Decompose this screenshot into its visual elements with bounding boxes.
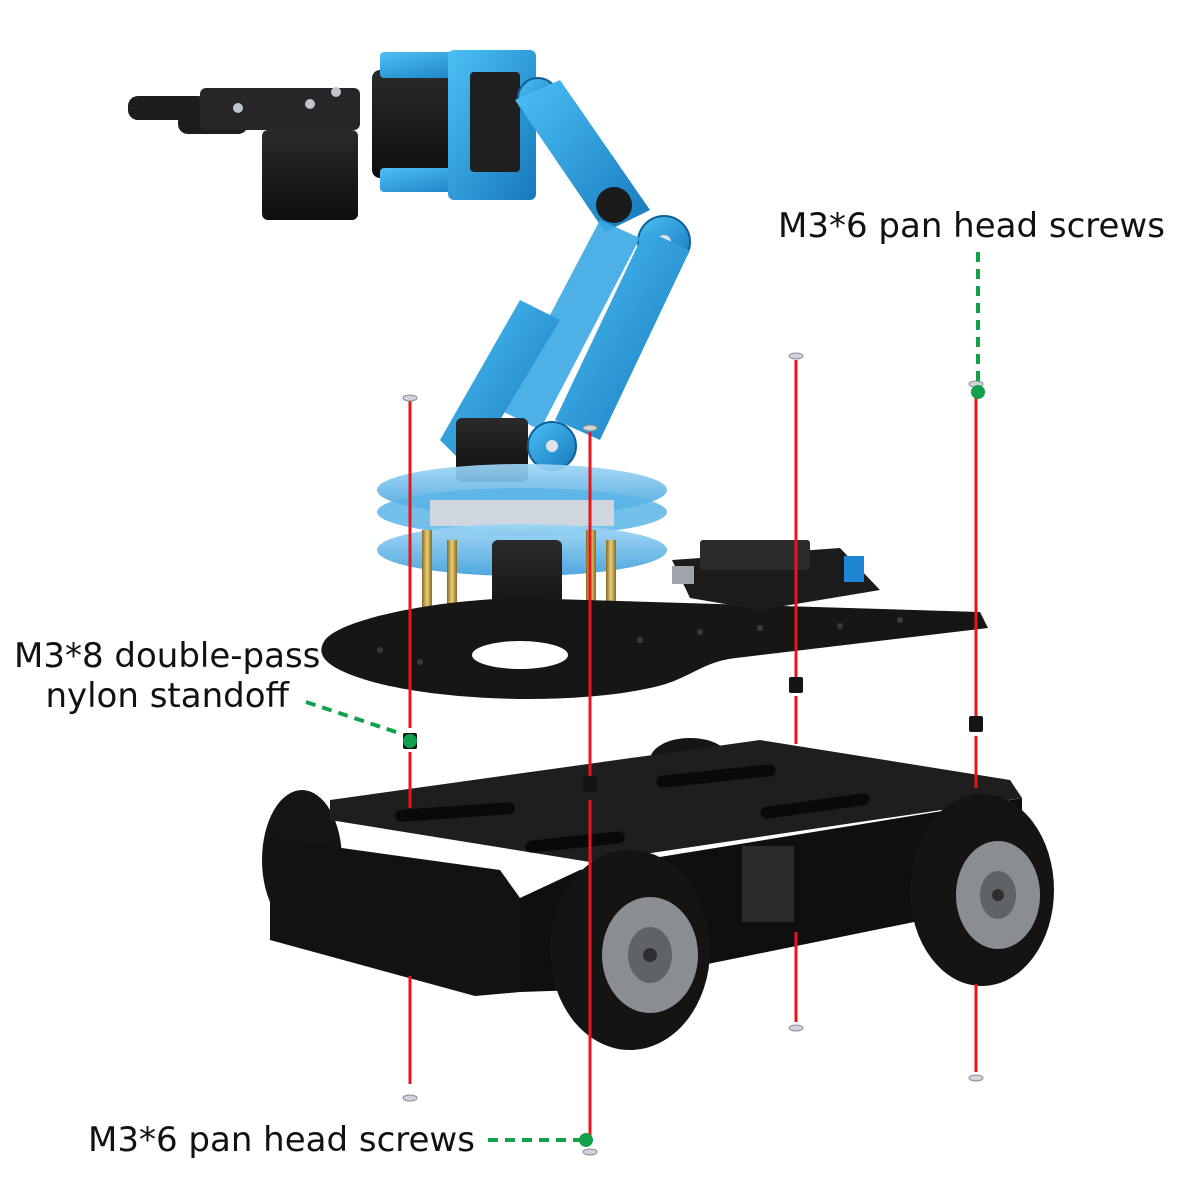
gripper bbox=[128, 87, 360, 220]
leader-dots bbox=[403, 385, 985, 1147]
standoff-label-line2: nylon standoff bbox=[45, 676, 289, 716]
controller-board bbox=[672, 540, 880, 610]
front-right-wheel bbox=[910, 794, 1054, 986]
mecanum-chassis bbox=[262, 738, 1054, 1050]
bottom-screws-label: M3*6 pan head screws bbox=[88, 1120, 475, 1160]
leader-lines bbox=[305, 252, 980, 1142]
standoff-label: M3*8 double-pass nylon standoff bbox=[14, 636, 320, 716]
assembly-lines bbox=[408, 360, 978, 1140]
front-left-wheel bbox=[550, 850, 710, 1050]
standoff-label-line1: M3*8 double-pass bbox=[14, 636, 321, 676]
top-mounting-plate bbox=[321, 598, 988, 700]
top-screws-label: M3*6 pan head screws bbox=[778, 206, 1165, 246]
